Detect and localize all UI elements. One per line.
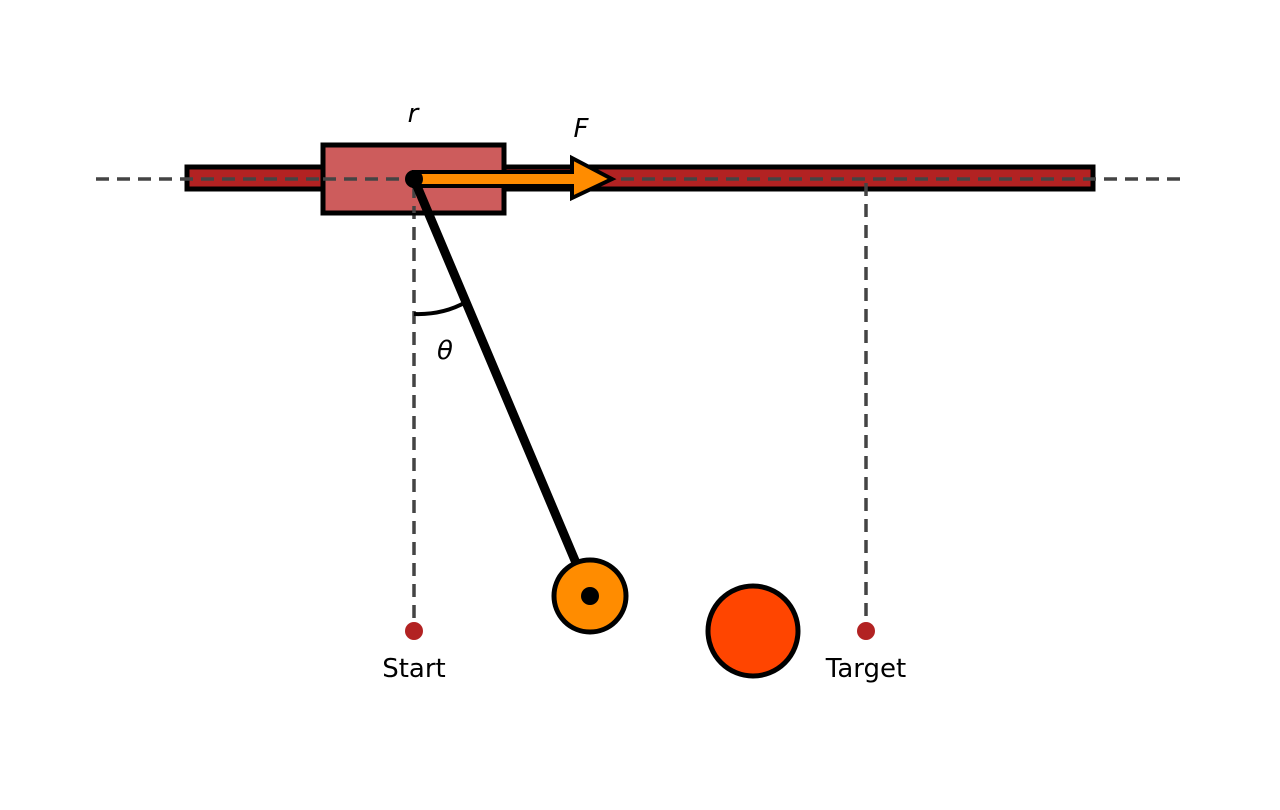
cart-position-label: r xyxy=(408,99,421,129)
force-label: F xyxy=(574,114,590,144)
target-label: Target xyxy=(825,654,906,684)
bob-center xyxy=(581,587,599,605)
angle-label: θ xyxy=(437,336,453,366)
start-marker xyxy=(405,622,423,640)
target-marker xyxy=(857,622,875,640)
start-label: Start xyxy=(382,654,446,684)
pivot-point xyxy=(405,170,423,188)
obstacle-ball xyxy=(705,583,801,679)
force-arrow xyxy=(412,154,617,202)
angle-arc xyxy=(413,300,467,317)
pendulum-rod xyxy=(409,174,595,601)
